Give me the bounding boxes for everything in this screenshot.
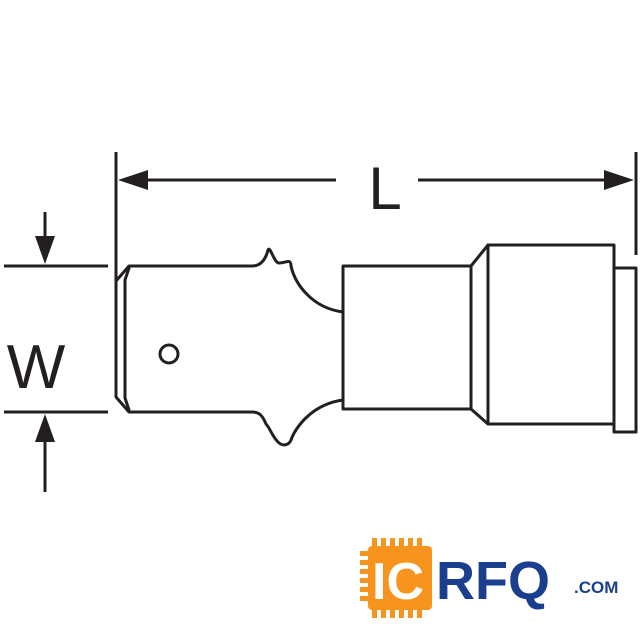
logo-ic-text: IC: [372, 553, 424, 611]
icrfq-logo: IC RFQ .COM: [360, 538, 618, 618]
chip-icon: [360, 538, 432, 618]
length-arrow-left: [118, 170, 148, 190]
terminal-outline: [114, 243, 638, 447]
width-label: W: [7, 333, 66, 402]
length-arrow-right: [604, 170, 634, 190]
tab-blade: [114, 247, 345, 447]
length-dimension: [114, 152, 638, 281]
width-arrow-bottom: [35, 414, 55, 442]
width-dimension: [4, 212, 108, 492]
barrel-end-flange: [612, 266, 638, 434]
terminal-barrel: [486, 243, 616, 426]
logo-domain-text: .COM: [574, 578, 618, 597]
tab-tip-bevel: [123, 266, 131, 412]
barrel-taper: [469, 243, 490, 426]
logo-rfq-text: RFQ: [436, 551, 550, 611]
width-arrow-top: [35, 236, 55, 264]
length-label: L: [368, 155, 401, 222]
terminal-neck: [341, 264, 473, 411]
tab-hole: [158, 343, 180, 365]
